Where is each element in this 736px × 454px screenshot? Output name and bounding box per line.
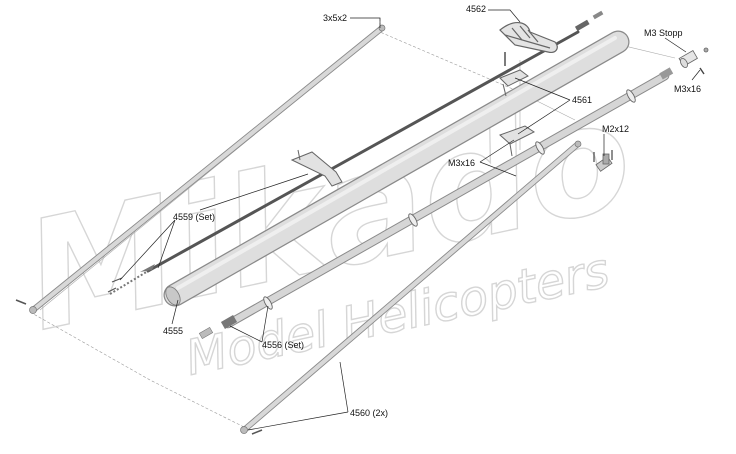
m2-bracket [593,150,613,172]
strut-upper-left [15,24,386,314]
drive-shaft [198,67,674,340]
label-part-4561: 4561 [572,95,592,105]
fin-bracket [499,22,558,66]
end-hardware [678,47,709,75]
label-part-4560: 4560 (2x) [350,408,388,418]
watermark: Mikado Model Helicopters [11,67,647,387]
label-part-4562: 4562 [466,4,486,14]
label-m3x16-center: M3x16 [448,158,475,168]
label-part-4559: 4559 (Set) [173,212,215,222]
strut-lower [240,140,582,435]
part-labels: 3x5x2 4562 M3 Stopp M3x16 4561 M2x12 M3x… [163,4,701,418]
control-rod [109,10,604,295]
boom-clamps [290,69,535,187]
label-m3-stopp: M3 Stopp [644,28,683,38]
label-part-4556: 4556 (Set) [262,340,304,350]
label-screw-3x5x2: 3x5x2 [323,13,347,23]
label-m3x16-right: M3x16 [674,84,701,94]
small-screws [107,277,123,293]
label-m2x12: M2x12 [602,124,629,134]
leader-lines [119,9,701,431]
tail-boom [163,30,630,307]
label-part-4555: 4555 [163,326,183,336]
